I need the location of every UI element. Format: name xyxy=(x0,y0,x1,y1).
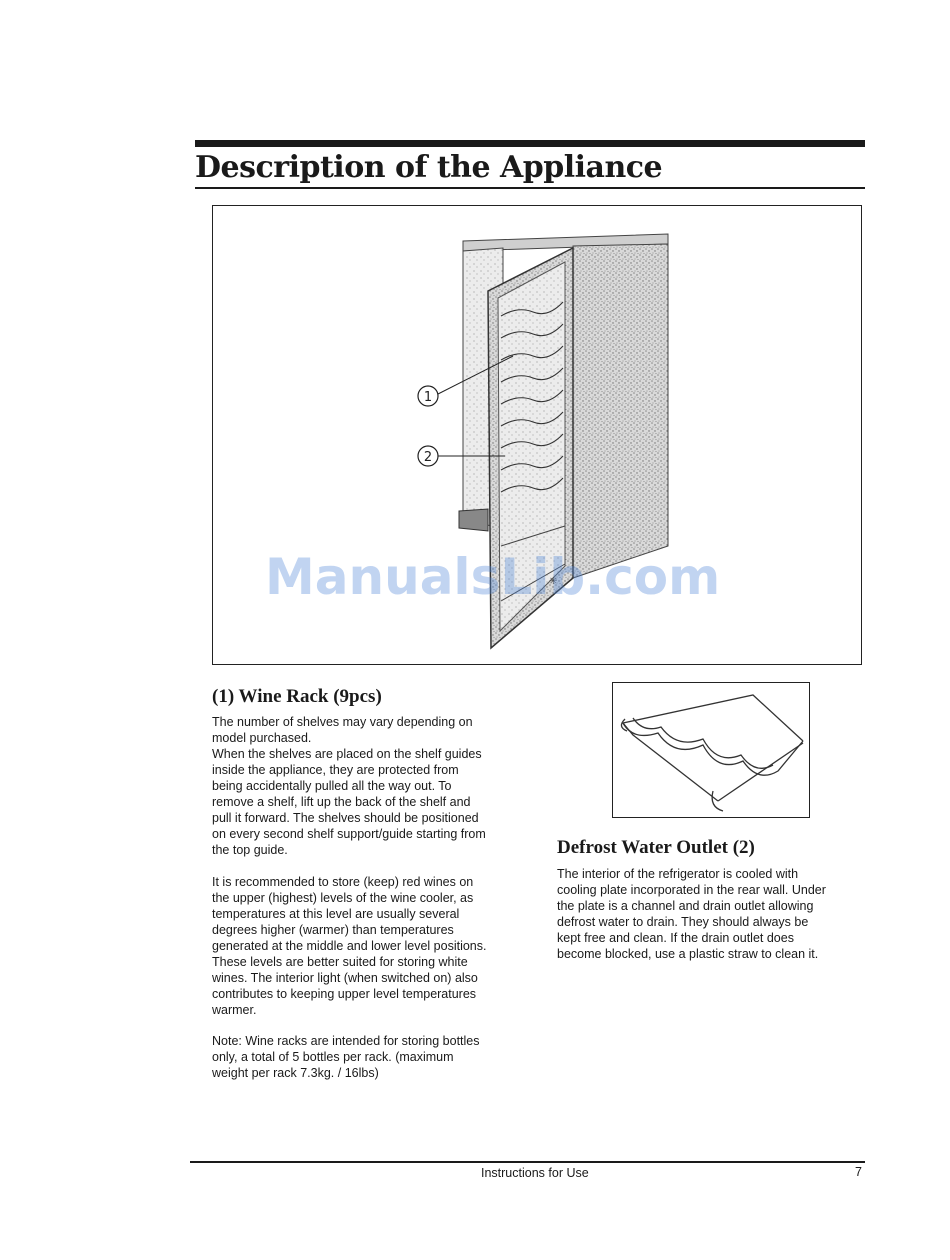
watermark: ManualsLib.com xyxy=(265,548,721,606)
wine-rack-paragraph-1: The number of shelves may vary depending… xyxy=(212,715,486,857)
page-number: 7 xyxy=(855,1165,862,1179)
callout-1-leader xyxy=(437,355,514,395)
wine-rack-paragraph-2: It is recommended to store (keep) red wi… xyxy=(212,875,487,1017)
callout-2-label: 2 xyxy=(424,450,432,465)
defrost-heading: Defrost Water Outlet (2) xyxy=(557,837,755,858)
wine-cooler-illustration: ✳ 1 2 xyxy=(417,233,669,650)
wine-rack-heading: (1) Wine Rack (9pcs) xyxy=(212,686,382,707)
cabinet-base xyxy=(458,508,489,532)
callout-1-label: 1 xyxy=(424,390,432,405)
footer-rule xyxy=(190,1161,865,1163)
wine-rack-illustration xyxy=(620,694,804,812)
wine-rack-figure xyxy=(612,682,810,818)
callout-1-circle xyxy=(417,385,439,407)
title-rule xyxy=(195,187,865,189)
appliance-figure: ✳ 1 2 xyxy=(212,205,862,665)
header-bar xyxy=(195,140,865,147)
page-title: Description of the Appliance xyxy=(195,150,663,185)
wine-rack-shelves xyxy=(500,301,564,493)
svg-text:✳: ✳ xyxy=(549,576,557,587)
cabinet-side xyxy=(572,243,669,579)
wine-rack-note: Note: Wine racks are intended for storin… xyxy=(212,1034,480,1080)
footer-label: Instructions for Use xyxy=(481,1166,589,1180)
defrost-paragraph: The interior of the refrigerator is cool… xyxy=(557,867,826,961)
